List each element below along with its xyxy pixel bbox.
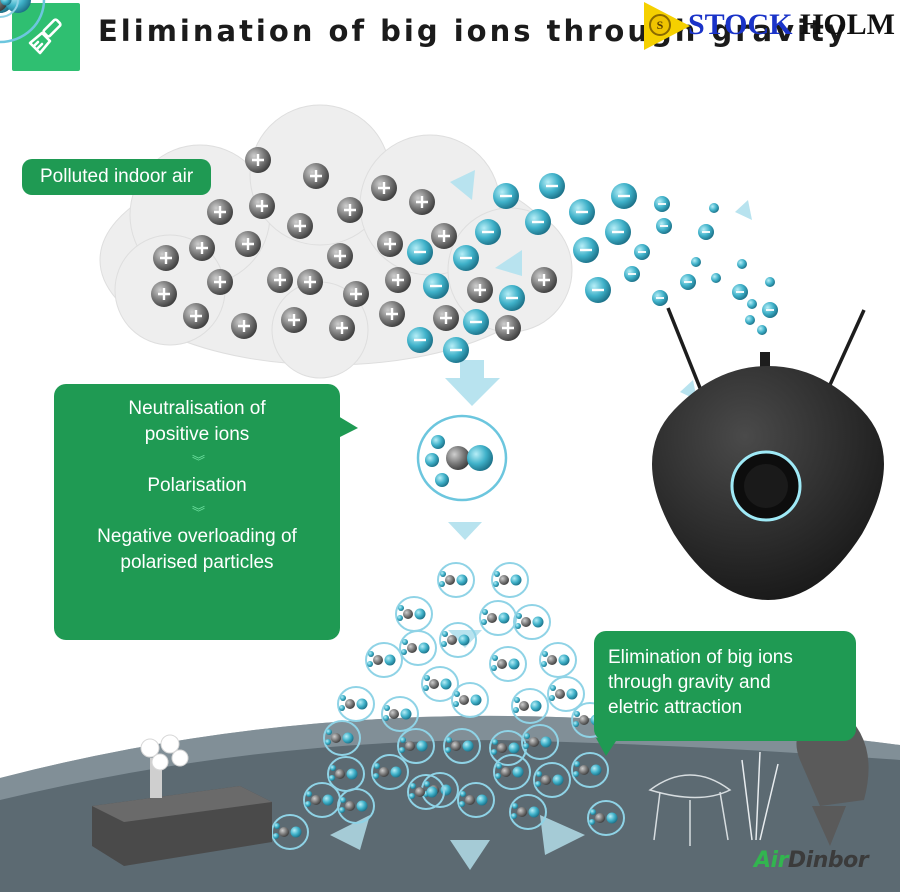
flow-arrows [330,170,752,870]
brand-word-1: STOCK [688,8,793,41]
brand-badge: S [649,14,671,36]
step-1-line-1: Neutralisation of [128,398,266,419]
step-3-line-2: polarised particles [120,552,274,573]
page-title: Elimination of big ions through gravity [98,14,849,48]
callout-pointer [338,416,358,438]
watermark-logo: AirDinbor [754,848,869,873]
elimination-callout: Elimination of big ions through gravity … [594,631,856,741]
watermark-air: Air [754,848,788,873]
step-1-line-2: positive ions [144,424,250,445]
step-2: Polarisation [147,475,247,496]
watermark-rest: Dinbor [787,848,869,873]
chevron-down-icon: ︾ [191,454,205,469]
polluted-air-label: Polluted indoor air [22,159,212,195]
ionizer-device [652,307,884,600]
brand-logo: S STOCK HOLM [644,0,900,52]
chevron-down-icon: ︾ [191,505,205,520]
elimination-line-1: Elimination of big ions [608,647,793,668]
brand-word-2: HOLM [800,8,895,41]
elimination-line-2: through gravity and [608,672,771,693]
step-3-line-1: Negative overloading of [97,526,297,547]
callout-pointer [596,738,618,756]
process-steps-callout: Neutralisation of positive ions ︾ Polari… [54,384,340,640]
floor-plant [741,751,779,841]
elimination-line-3: eletric attraction [608,697,743,718]
tv-cabinet [92,734,272,866]
wire-chair [648,774,732,846]
